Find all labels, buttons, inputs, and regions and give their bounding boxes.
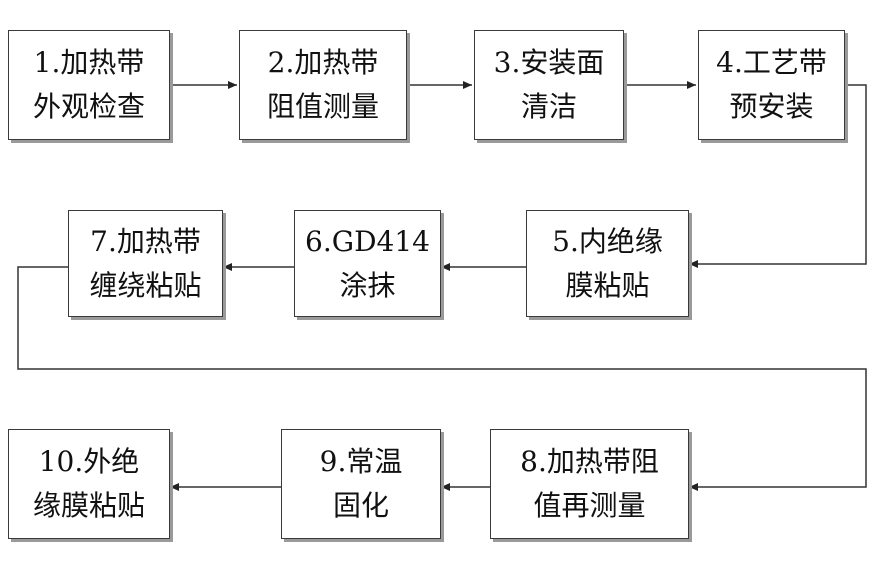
step-3-line2: 清洁 <box>520 90 577 123</box>
step-2-line1: 2.加热带 <box>267 46 379 79</box>
step-4-line1: 4.工艺带 <box>716 46 827 79</box>
step-1-line2: 外观检查 <box>32 90 145 123</box>
step-7-line1: 7.加热带 <box>90 224 201 258</box>
step-4-line2: 预安装 <box>729 90 814 123</box>
step-10-line2: 缘膜粘贴 <box>32 489 145 522</box>
step-1-line1: 1.加热带 <box>33 46 145 79</box>
step-6-box: 6.GD414 涂抹 <box>294 210 441 317</box>
step-8-line1: 8.加热带阻 <box>520 445 659 478</box>
step-9-box: 9.常温 固化 <box>281 429 441 539</box>
step-3-line1: 3.安装面 <box>493 46 605 79</box>
arrow-7-to-8 <box>17 266 867 491</box>
step-8-box: 8.加热带阻 值再测量 <box>490 429 689 539</box>
step-2-line2: 阻值测量 <box>266 90 379 123</box>
step-9-line2: 固化 <box>332 489 389 522</box>
step-1-box: 1.加热带 外观检查 <box>8 30 170 140</box>
step-6-line1: 6.GD414 <box>305 224 430 258</box>
step-6-line2: 涂抹 <box>339 268 396 302</box>
step-5-box: 5.内绝缘 膜粘贴 <box>526 210 689 317</box>
step-5-line2: 膜粘贴 <box>565 268 650 302</box>
step-9-line1: 9.常温 <box>319 445 403 478</box>
step-10-box: 10.外绝 缘膜粘贴 <box>8 429 170 539</box>
arrow-4-to-5 <box>689 84 867 268</box>
step-7-line2: 缠绕粘贴 <box>89 268 202 302</box>
step-10-line1: 10.外绝 <box>38 445 140 478</box>
step-4-box: 4.工艺带 预安装 <box>698 30 845 140</box>
step-2-box: 2.加热带 阻值测量 <box>239 30 407 140</box>
step-3-box: 3.安装面 清洁 <box>474 30 624 140</box>
step-5-line1: 5.内绝缘 <box>552 224 663 258</box>
step-8-line2: 值再测量 <box>533 489 646 522</box>
step-7-box: 7.加热带 缠绕粘贴 <box>68 210 223 317</box>
